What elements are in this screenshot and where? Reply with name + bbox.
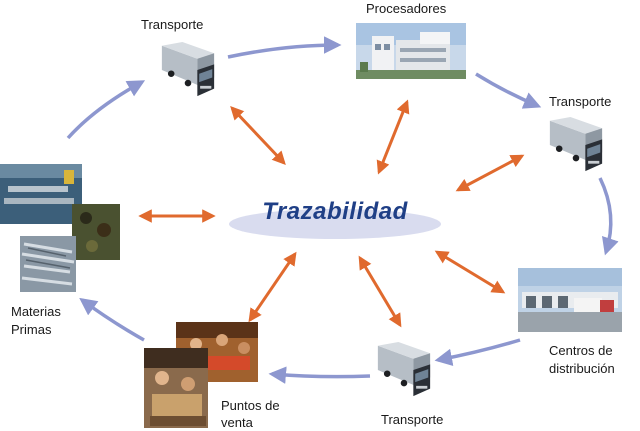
label-transporte-right: Transporte bbox=[549, 94, 612, 109]
label-centros-line2: distribución bbox=[549, 361, 615, 376]
cycle-arrow-transport-to-sales bbox=[268, 366, 371, 384]
label-puntos-line2: venta bbox=[221, 415, 253, 430]
market-photo bbox=[144, 322, 258, 428]
label-puntos-line1: Puntos de bbox=[221, 398, 280, 413]
truck-icon-top bbox=[161, 42, 215, 97]
link-arrow-transport-right bbox=[455, 154, 525, 192]
label-centros-line1: Centros de bbox=[549, 343, 613, 358]
link-arrow-transport-top bbox=[230, 106, 286, 165]
link-arrow-sales bbox=[248, 251, 297, 323]
cycle-arrow-processors-to-transport bbox=[475, 72, 542, 109]
center-title: Trazabilidad bbox=[262, 198, 408, 225]
label-materias-line2: Primas bbox=[11, 322, 52, 337]
truck-icon-bottom bbox=[377, 342, 431, 397]
label-transporte-top: Transporte bbox=[141, 17, 204, 32]
factory-photo bbox=[356, 23, 466, 79]
cycle-arrow-transport-to-distribution bbox=[598, 177, 619, 256]
fish-photo bbox=[0, 164, 120, 292]
link-arrows bbox=[138, 99, 525, 328]
link-arrow-distribution bbox=[434, 250, 506, 294]
link-arrow-transport-bottom bbox=[358, 255, 402, 328]
link-arrow-processors bbox=[376, 99, 410, 175]
cycle-arrows bbox=[66, 36, 619, 384]
cycle-arrow-sales-to-raw bbox=[79, 297, 145, 342]
label-materias-line1: Materias bbox=[11, 304, 61, 319]
cycle-arrow-raw-to-transport bbox=[66, 80, 146, 140]
cycle-arrow-distribution-to-transport bbox=[434, 338, 521, 366]
label-transporte-bottom: Transporte bbox=[381, 412, 444, 427]
cycle-arrow-transport-to-processors bbox=[227, 36, 342, 59]
label-procesadores: Procesadores bbox=[366, 1, 447, 16]
truck-icon-right bbox=[549, 117, 603, 172]
center-ellipse bbox=[229, 209, 441, 239]
warehouse-photo bbox=[518, 268, 622, 332]
